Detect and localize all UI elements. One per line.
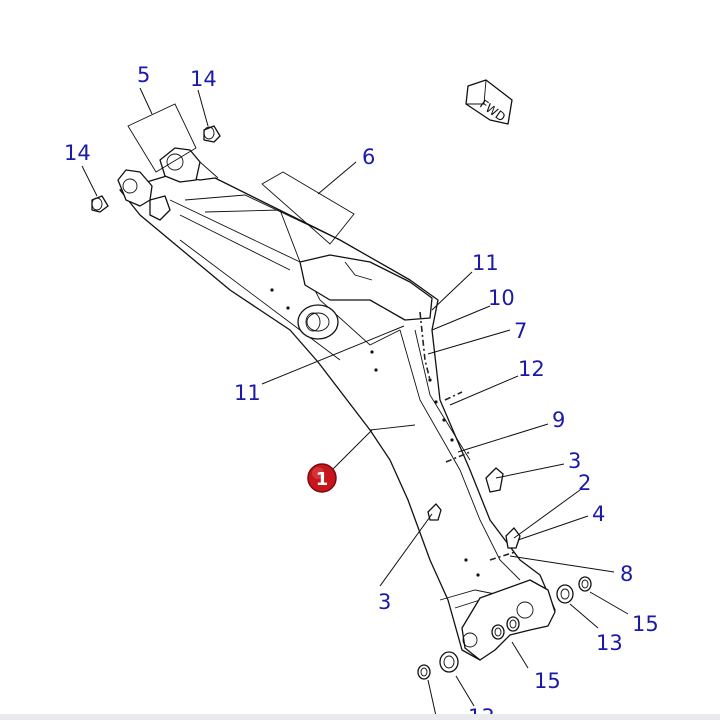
callout-8: 8 — [620, 562, 633, 586]
seal-lower-left — [417, 664, 431, 680]
main-part-number: 1 — [316, 469, 329, 490]
bushing-14-upper — [203, 125, 221, 143]
bushing-14-left — [91, 195, 109, 213]
seal-15-lower-b — [506, 616, 520, 632]
callout-10: 10 — [488, 286, 515, 310]
callout-11-upper: 11 — [472, 251, 499, 275]
seal-15-lower-a — [491, 624, 505, 640]
callout-2: 2 — [578, 471, 591, 495]
callout-3-right: 3 — [568, 449, 581, 473]
callout-15-right: 15 — [632, 612, 659, 636]
callout-labels: 5 14 14 6 11 10 7 12 11 9 3 2 4 3 8 15 1… — [64, 63, 659, 720]
plate-5-outline — [127, 103, 197, 173]
callout-3-left: 3 — [378, 590, 391, 614]
main-part-badge: 1 — [307, 463, 337, 493]
plate-6-outline — [261, 171, 355, 245]
bottom-edge-strip — [0, 714, 720, 720]
callout-13-right: 13 — [596, 631, 623, 655]
callout-14-top: 14 — [190, 67, 217, 91]
callout-15-lower: 15 — [534, 669, 561, 693]
leader-lines — [81, 87, 629, 717]
boom-arm — [117, 147, 556, 661]
bushing-13-lower — [439, 651, 459, 673]
callout-14-left: 14 — [64, 141, 91, 165]
callout-7: 7 — [514, 319, 527, 343]
callout-11-lower: 11 — [234, 381, 261, 405]
callout-6: 6 — [362, 145, 375, 169]
callout-5: 5 — [137, 63, 150, 87]
callout-12: 12 — [518, 357, 545, 381]
seal-15-right — [578, 576, 592, 592]
bushing-13-right — [556, 584, 574, 604]
callout-9: 9 — [552, 408, 565, 432]
callout-4: 4 — [592, 502, 605, 526]
fwd-direction-tag: FWD — [465, 79, 513, 125]
